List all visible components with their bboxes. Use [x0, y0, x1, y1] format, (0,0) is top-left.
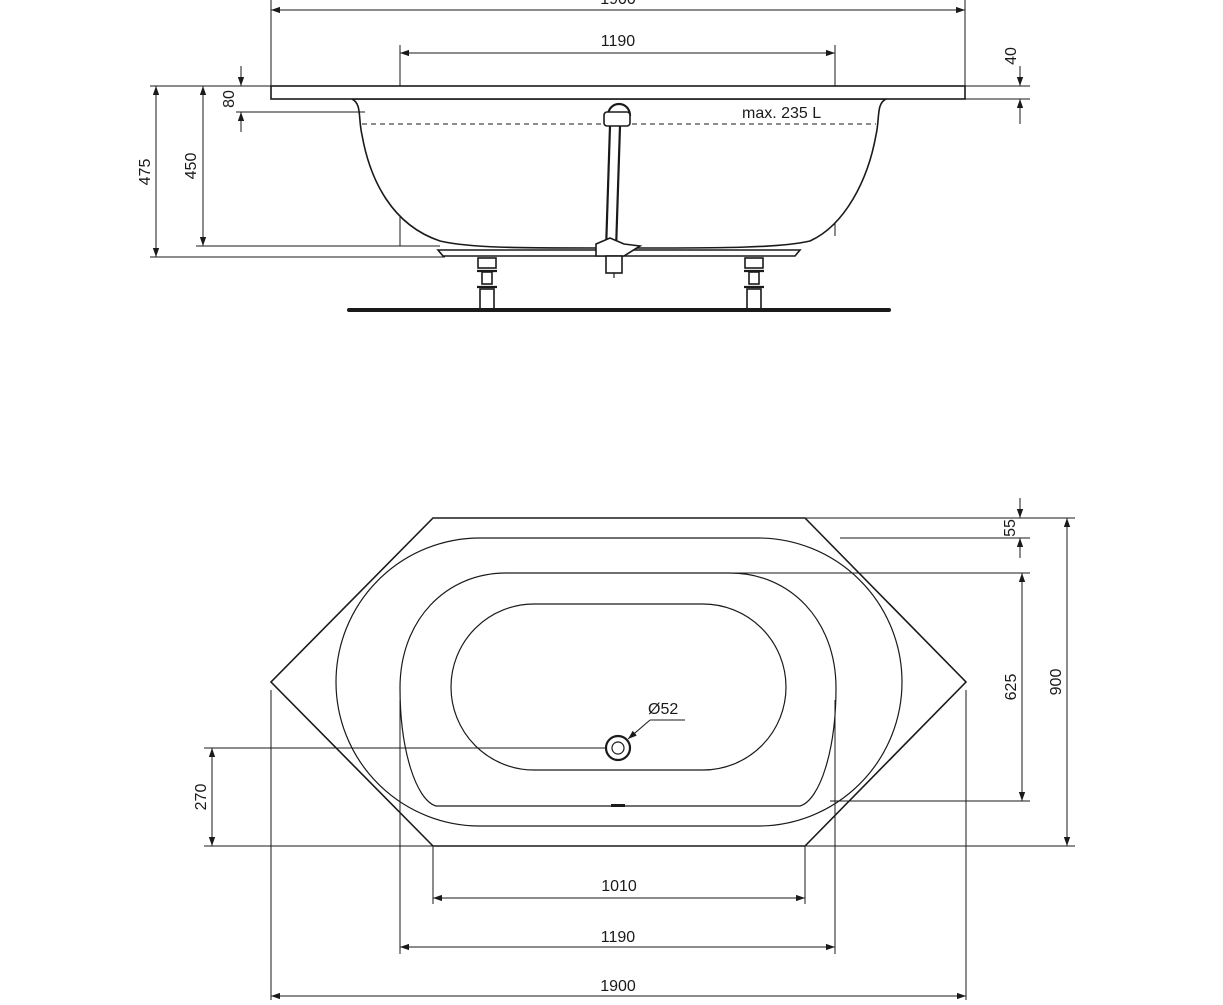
dim-label-450: 450	[183, 153, 200, 180]
dim-label-80: 80	[221, 90, 238, 108]
rim-inner-oval	[335, 537, 903, 827]
dim-inner-width: 625	[730, 572, 1030, 802]
dim-label-1190-top: 1190	[601, 929, 636, 946]
dim-label-40: 40	[1003, 47, 1020, 65]
dim-overall-height: 475	[137, 85, 445, 258]
dim-label-270: 270	[193, 784, 210, 811]
tub-foot-left	[477, 257, 497, 310]
dim-total-length-top: 1900	[270, 0, 966, 86]
dim-label-900: 900	[1048, 669, 1065, 696]
basin-floor-oval	[450, 603, 787, 771]
dim-rim-depth: 80	[221, 66, 365, 132]
dim-label-1010: 1010	[601, 878, 637, 895]
top-view: Ø52 55 625 900 270	[193, 498, 1075, 1000]
side-view: 1900 1190 max. 235 L	[137, 0, 1030, 312]
dim-label-625: 625	[1003, 674, 1020, 701]
capacity-label: max. 235 L	[742, 105, 821, 122]
overflow-mark	[611, 804, 625, 807]
dim-label-drain-diameter: Ø52	[648, 701, 678, 718]
dim-inner-length-top: 1190	[399, 700, 836, 954]
waste-overflow-pipe	[595, 102, 643, 278]
dim-label-1900-top: 1900	[600, 0, 636, 8]
dim-label-1190-side: 1190	[601, 33, 636, 50]
dim-flat-edge-length: 1010	[432, 846, 806, 904]
dim-total-length: 1900	[270, 690, 967, 1000]
dim-label-55: 55	[1002, 519, 1019, 537]
dim-label-475: 475	[137, 159, 154, 186]
basin-outline	[399, 572, 837, 807]
dim-rim-thickness: 40	[965, 47, 1030, 124]
dim-inner-depth: 450	[183, 85, 440, 247]
dim-rim-width: 55	[805, 498, 1075, 558]
tub-outline-hexagon	[269, 517, 968, 847]
dim-total-width: 900	[805, 518, 1075, 847]
tub-foot-right	[744, 257, 764, 310]
dim-label-1900: 1900	[600, 978, 636, 995]
tub-rim	[270, 85, 966, 100]
